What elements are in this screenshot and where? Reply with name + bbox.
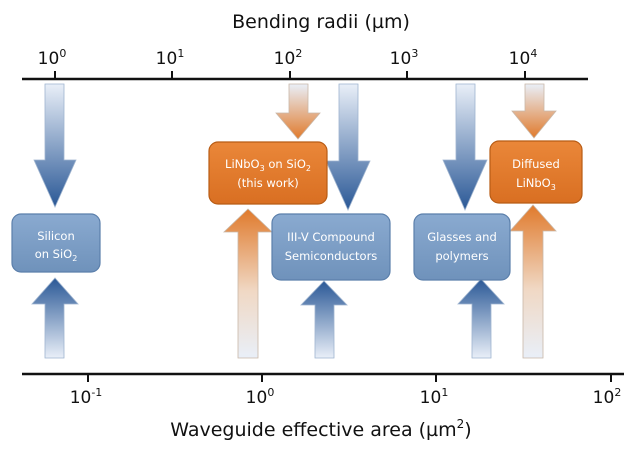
silicon-down-arrow xyxy=(33,83,77,208)
top-tick-1-base: 10 xyxy=(38,49,60,69)
bottom-tick-1-exp: -1 xyxy=(91,386,102,399)
glasses-box: Glasses and polymers xyxy=(413,213,511,281)
iiiv-up-arrow xyxy=(300,280,348,359)
diffused-down-arrow xyxy=(511,83,557,139)
diffused-up-arrow xyxy=(509,204,557,359)
top-tick-4-exp: 3 xyxy=(411,47,418,60)
top-tick-4-base: 10 xyxy=(390,49,412,69)
linbo3-sio2-line1-b: on SiO xyxy=(265,157,306,171)
bottom-tick-4-exp: 2 xyxy=(614,386,621,399)
linbo3-sio2-line1-a: LiNbO xyxy=(225,157,260,171)
bottom-axis-title-end: ) xyxy=(464,419,471,441)
bottom-tick-2-base: 10 xyxy=(246,388,268,408)
glasses-down-arrow xyxy=(442,83,488,211)
svg-text:104: 104 xyxy=(509,47,538,69)
glasses-line2: polymers xyxy=(435,249,488,263)
bottom-tick-1-base: 10 xyxy=(70,388,92,408)
top-tick-1-exp: 0 xyxy=(59,47,66,60)
bottom-tick-3-base: 10 xyxy=(420,388,442,408)
top-tick-5-exp: 4 xyxy=(530,47,537,60)
diffused-line2-main: LiNbO xyxy=(516,176,551,190)
bottom-axis-tick-1: 10-1 xyxy=(70,374,103,408)
top-tick-2-base: 10 xyxy=(156,49,178,69)
diffused-line2: LiNbO3 xyxy=(516,176,556,192)
svg-text:100: 100 xyxy=(38,47,67,69)
silicon-line2-sub: 2 xyxy=(72,254,77,263)
svg-text:102: 102 xyxy=(274,47,303,69)
top-axis-tick-1: 100 xyxy=(38,47,67,79)
silicon-line2: on SiO2 xyxy=(35,247,78,263)
svg-text:103: 103 xyxy=(390,47,419,69)
svg-text:101: 101 xyxy=(420,386,449,408)
top-tick-2-exp: 1 xyxy=(177,47,184,60)
svg-text:100: 100 xyxy=(246,386,275,408)
silicon-line1: Silicon xyxy=(37,229,75,243)
top-tick-3-base: 10 xyxy=(274,49,296,69)
top-axis-tick-5: 104 xyxy=(509,47,538,79)
linbo3-sio2-line1-sub1: 3 xyxy=(260,164,265,173)
linbo3-sio2-up-arrow xyxy=(223,208,273,359)
silicon-line2-main: on SiO xyxy=(35,247,73,261)
bottom-tick-2-exp: 0 xyxy=(267,386,274,399)
svg-text:102: 102 xyxy=(593,386,622,408)
top-tick-5-base: 10 xyxy=(509,49,531,69)
bottom-axis-tick-3: 101 xyxy=(420,374,449,408)
glasses-up-arrow xyxy=(457,278,505,359)
bottom-axis-tick-4: 102 xyxy=(593,374,622,408)
iiiv-line1: III-V Compound xyxy=(287,230,375,244)
top-axis-tick-2: 101 xyxy=(156,47,185,79)
linbo3-sio2-line2: (this work) xyxy=(237,176,298,190)
iiiv-down-arrow xyxy=(325,83,371,211)
diffused-box: Diffused LiNbO3 xyxy=(489,140,583,204)
iiiv-line2: Semiconductors xyxy=(285,249,378,263)
bottom-axis-tick-2: 100 xyxy=(246,374,275,408)
linbo3-sio2-down-arrow xyxy=(275,83,321,140)
top-tick-3-exp: 2 xyxy=(295,47,302,60)
top-axis-tick-3: 102 xyxy=(274,47,303,79)
iiiv-box: III-V Compound Semiconductors xyxy=(271,213,391,281)
bottom-tick-4-base: 10 xyxy=(593,388,615,408)
glasses-line1: Glasses and xyxy=(427,230,497,244)
bottom-axis-title: Waveguide effective area (µm2) xyxy=(170,417,471,441)
linbo3-sio2-box: LiNbO3 on SiO2 (this work) xyxy=(208,141,328,205)
diffused-line1: Diffused xyxy=(512,157,560,171)
top-axis-title: Bending radii (µm) xyxy=(232,11,410,33)
diffused-line2-sub: 3 xyxy=(551,183,556,192)
svg-text:101: 101 xyxy=(156,47,185,69)
silicon-up-arrow xyxy=(31,277,79,359)
top-axis-tick-4: 103 xyxy=(390,47,419,79)
bottom-axis-title-sup: 2 xyxy=(457,417,465,431)
svg-text:10-1: 10-1 xyxy=(70,386,103,408)
bottom-axis-title-main: Waveguide effective area (µm xyxy=(170,419,456,441)
bottom-tick-3-exp: 1 xyxy=(441,386,448,399)
linbo3-sio2-line1-sub2: 2 xyxy=(306,164,311,173)
silicon-box: Silicon on SiO2 xyxy=(11,213,101,273)
linbo3-sio2-line1: LiNbO3 on SiO2 xyxy=(225,157,311,173)
